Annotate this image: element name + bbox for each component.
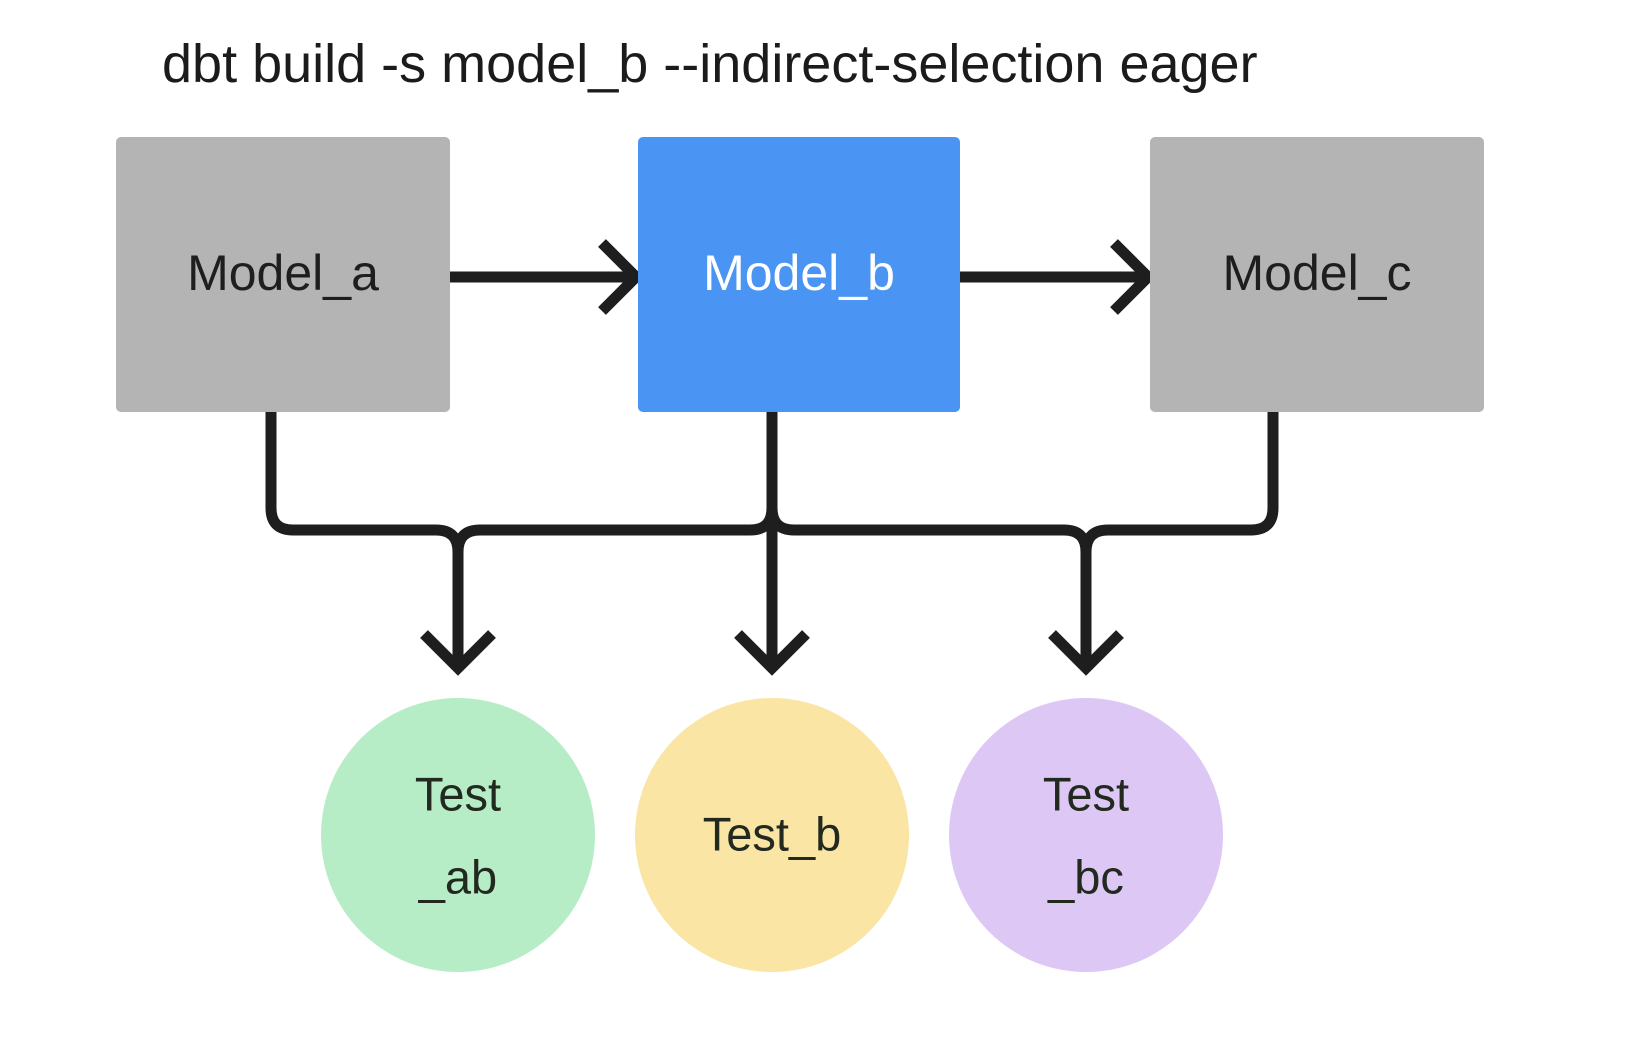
model-c-box[interactable]: [1150, 137, 1484, 412]
test-ab-label-line-2: _ab: [418, 850, 497, 903]
test-b-circle[interactable]: [635, 698, 909, 972]
edge-model-a-to-model-b-arrowhead: [598, 239, 644, 315]
model-a-label: Model_a: [187, 245, 379, 301]
test-node-test-ab[interactable]: Test _ab: [321, 698, 595, 972]
model-node-model-c[interactable]: Model_c: [1150, 137, 1484, 412]
edge-model-a-to-test-ab-arrowhead: [420, 630, 496, 676]
edge-model-b-to-test-bc-line: [766, 507, 1092, 660]
test-b-label-line-1: Test_b: [703, 807, 841, 860]
edge-model-c-to-test-bc-line: [1080, 412, 1279, 660]
test-node-test-b[interactable]: Test_b: [635, 698, 909, 972]
model-node-model-a[interactable]: Model_a: [116, 137, 450, 412]
edge-model-b-to-model-c-arrowhead: [1110, 239, 1156, 315]
test-node-test-bc[interactable]: Test _bc: [949, 698, 1223, 972]
model-a-box[interactable]: [116, 137, 450, 412]
edge-model-b-to-test-b-arrowhead: [734, 630, 810, 676]
test-bc-label-line-1: Test: [1043, 767, 1129, 820]
test-bc-circle[interactable]: [949, 698, 1223, 972]
test-bc-label-line-2: _bc: [1047, 850, 1124, 903]
model-b-label: Model_b: [703, 245, 895, 301]
test-ab-label-line-1: Test: [415, 767, 501, 820]
model-b-box[interactable]: [638, 137, 960, 412]
page-title: dbt build -s model_b --indirect-selectio…: [162, 34, 1258, 94]
edge-model-b-to-test-ab-line: [452, 507, 778, 660]
model-node-model-b[interactable]: Model_b: [638, 137, 960, 412]
model-c-label: Model_c: [1223, 245, 1412, 301]
test-ab-circle[interactable]: [321, 698, 595, 972]
edge-layer: [265, 239, 1279, 676]
edge-model-b-to-test-bc-arrowhead: [1048, 630, 1124, 676]
edge-model-a-to-test-ab-line: [265, 412, 464, 660]
